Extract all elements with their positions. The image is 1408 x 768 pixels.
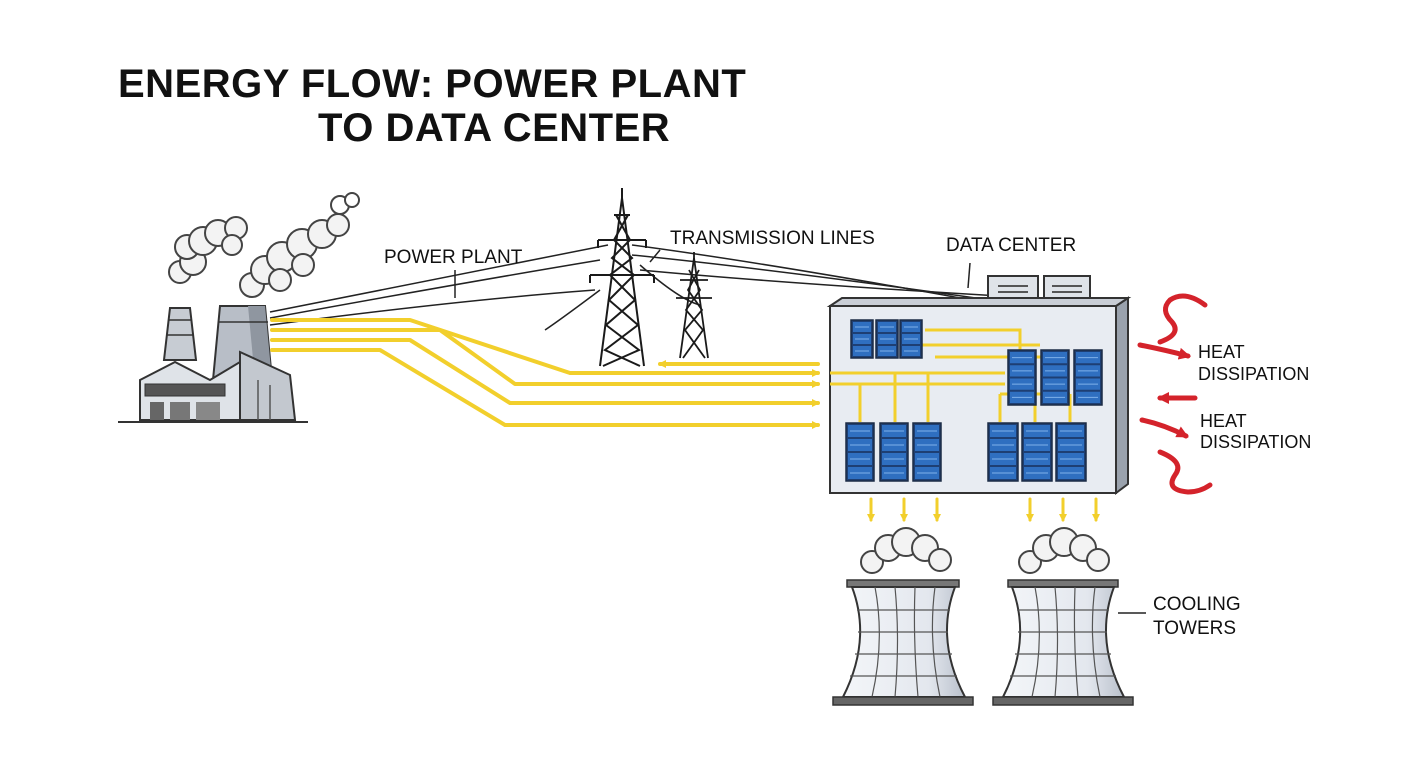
transmission-tower-small (676, 252, 712, 359)
cooling-flow-arrows (867, 497, 1100, 522)
label-transmission-lines: TRANSMISSION LINES (670, 228, 875, 249)
server-rack (912, 422, 942, 482)
smokestack-left (162, 307, 198, 361)
server-rack (1021, 422, 1053, 482)
server-rack (987, 422, 1019, 482)
server-rack (1073, 349, 1103, 406)
label-cooling-line1: COOLING (1153, 594, 1241, 615)
cooling-tower-right (992, 527, 1134, 706)
energy-flow-line-4 (270, 348, 820, 429)
diagram-title: ENERGY FLOW: POWER PLANT TO DATA CENTER (118, 62, 788, 150)
transmission-tower-large (589, 188, 655, 367)
label-heat-2-line2: DISSIPATION (1200, 432, 1311, 452)
data-center-label-leader (967, 262, 971, 289)
server-rack (879, 422, 909, 482)
server-rack (1007, 349, 1037, 406)
server-rack-grid (845, 319, 1103, 482)
label-heat-1-line1: HEAT (1198, 342, 1245, 362)
energy-flow-line-2 (270, 328, 820, 388)
server-rack (850, 319, 874, 359)
heat-dissipation-arrows (1137, 293, 1213, 495)
server-rack (1055, 422, 1087, 482)
label-heat-1-line2: DISSIPATION (1198, 364, 1309, 384)
label-heat-2-line1: HEAT (1200, 411, 1247, 431)
label-power-plant: POWER PLANT (384, 247, 523, 268)
label-data-center: DATA CENTER (946, 235, 1076, 256)
heat-wave-1 (1157, 293, 1208, 345)
server-rack (1040, 349, 1070, 406)
factory-building (139, 350, 297, 421)
cooling-tower-left (832, 527, 974, 706)
transmission-label-leader (649, 249, 661, 263)
server-rack (875, 319, 899, 359)
energy-flow-line-1 (270, 318, 820, 377)
smoke-clouds (168, 192, 360, 298)
title-line-1: ENERGY FLOW: POWER PLANT (118, 62, 747, 106)
energy-flow-lines (270, 318, 820, 429)
energy-flow-line-3 (270, 338, 820, 407)
heat-wave-2 (1157, 449, 1213, 495)
power-plant-illustration (118, 192, 360, 423)
data-center-building (826, 275, 1132, 495)
server-rack (899, 319, 923, 359)
label-cooling-line2: TOWERS (1153, 618, 1236, 639)
internal-power-wiring (830, 328, 1072, 422)
rooftop-units (987, 275, 1091, 302)
server-rack (845, 422, 875, 482)
title-line-2: TO DATA CENTER (318, 106, 671, 150)
heat-arrow-3 (1139, 417, 1189, 439)
transmission-wires (269, 244, 1071, 331)
heat-arrow-1 (1137, 342, 1191, 360)
